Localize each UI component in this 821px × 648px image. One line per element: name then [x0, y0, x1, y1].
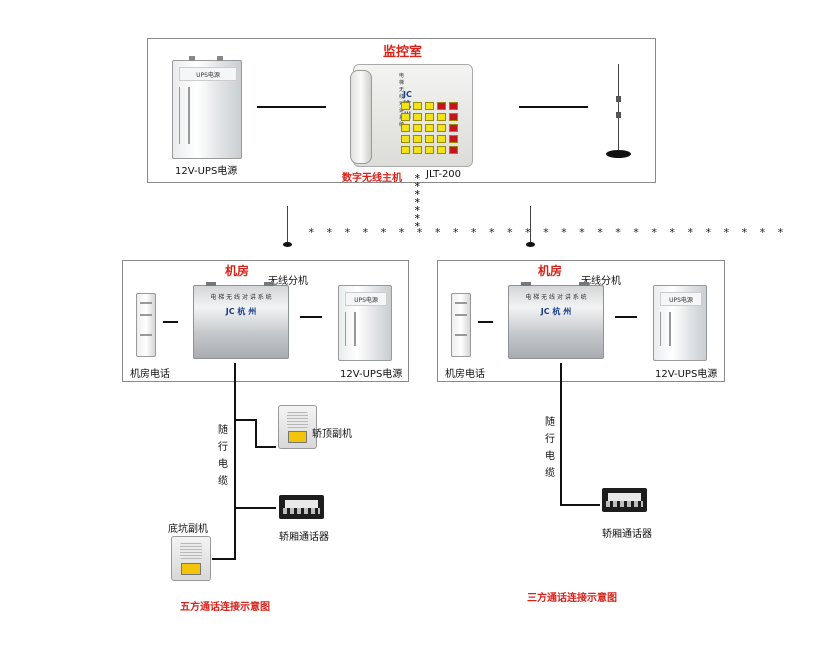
mount-tab	[217, 56, 223, 61]
wireless-link-dot: *	[414, 220, 421, 233]
ups-power-box-control: UPS电源	[172, 56, 242, 159]
keypad-key	[401, 135, 410, 143]
keypad-key	[425, 102, 434, 110]
keypad-key	[401, 124, 410, 132]
ups-lid: UPS电源	[179, 67, 237, 81]
connection-line	[236, 419, 256, 421]
keypad-key	[437, 113, 446, 121]
ups-label-left: 12V-UPS电源	[340, 369, 403, 380]
keypad-key	[425, 113, 434, 121]
travel-cable-line	[234, 363, 236, 560]
travel-cable-line	[560, 363, 562, 506]
machine-room-phone-icon	[451, 293, 471, 357]
connection-line	[560, 504, 600, 506]
car-intercom-icon-left	[279, 495, 324, 519]
wireless-link-dot: *	[414, 172, 421, 185]
machine-room-phone-icon	[136, 293, 156, 357]
mount-tab	[189, 56, 195, 61]
wireless-link-dot: *	[414, 204, 421, 217]
keypad-key	[425, 146, 434, 154]
wireless-subunit-left: 电 梯 无 线 对 讲 系 统 JC 杭 州	[193, 282, 289, 359]
ups-power-box-left: UPS电源	[338, 285, 392, 361]
keypad-key	[449, 124, 458, 132]
keypad-key	[413, 102, 422, 110]
wireless-link-dot: *	[414, 180, 421, 193]
ups-label-control: 12V-UPS电源	[175, 166, 238, 177]
travel-cable-label-right: 随 行 电 缆	[545, 417, 555, 479]
car-top-label: 轿顶副机	[312, 429, 352, 440]
wireless-subunit-right: 电 梯 无 线 对 讲 系 统 JC 杭 州	[508, 282, 604, 359]
keypad-key	[413, 135, 422, 143]
travel-cable-label-left: 随 行 电 缆	[218, 425, 228, 487]
subunit-label-left: 无线分机	[268, 276, 308, 287]
keypad-key	[449, 146, 458, 154]
connection-line	[257, 106, 326, 108]
wireless-link-dots: * * * * * * * * * * * * * * * * * * * * …	[308, 226, 787, 239]
ups-power-box-right: UPS电源	[653, 285, 707, 361]
ups-label-column	[189, 87, 198, 144]
machine-room-right-title: 机房	[538, 264, 563, 278]
ups-label-right: 12V-UPS电源	[655, 369, 718, 380]
connection-line	[519, 106, 588, 108]
keypad-key	[413, 146, 422, 154]
wireless-link-dot: *	[414, 188, 421, 201]
wireless-link-dot: *	[414, 212, 421, 225]
ups-label-column	[179, 87, 189, 144]
keypad-key	[401, 146, 410, 154]
keypad-key	[449, 102, 458, 110]
wireless-link-dot: *	[414, 196, 421, 209]
keypad-key	[449, 113, 458, 121]
machine-room-left-title: 机房	[225, 264, 250, 278]
keypad-key	[425, 124, 434, 132]
control-room-title: 监控室	[383, 45, 423, 60]
car-terminal-label-left: 轿厢通话器	[279, 532, 329, 543]
keypad-key	[437, 124, 446, 132]
keypad-key	[437, 146, 446, 154]
diagram-caption-three-way: 三方通话连接示意图	[527, 593, 617, 604]
connection-line	[236, 507, 276, 509]
car-intercom-icon-right	[602, 488, 647, 512]
handset-icon	[350, 70, 372, 164]
connection-line	[163, 321, 178, 323]
connection-line	[255, 446, 276, 448]
phone-label-left: 机房电话	[130, 369, 170, 380]
connection-line	[478, 321, 493, 323]
connection-line	[255, 419, 257, 448]
phone-label-right: 机房电话	[445, 369, 485, 380]
car-terminal-label-right: 轿厢通话器	[602, 529, 652, 540]
subunit-label-right: 无线分机	[581, 276, 621, 287]
keypad-key	[413, 113, 422, 121]
keypad-key	[425, 135, 434, 143]
keypad-key	[437, 102, 446, 110]
connection-line	[615, 316, 637, 318]
host-label: 数字无线主机	[342, 173, 402, 184]
host-model: JLT-200	[426, 169, 462, 180]
keypad-key	[413, 124, 422, 132]
connection-line	[300, 316, 322, 318]
pit-label: 底坑副机	[168, 524, 208, 535]
keypad-key	[401, 113, 410, 121]
diagram-caption-five-way: 五方通话连接示意图	[180, 602, 270, 613]
car-top-subunit-icon	[278, 405, 317, 449]
pit-subunit-icon	[171, 536, 211, 581]
keypad-key	[449, 135, 458, 143]
ups-top-text: UPS电源	[196, 72, 220, 79]
connection-line	[212, 558, 236, 560]
keypad-key	[437, 135, 446, 143]
keypad-key	[401, 102, 410, 110]
